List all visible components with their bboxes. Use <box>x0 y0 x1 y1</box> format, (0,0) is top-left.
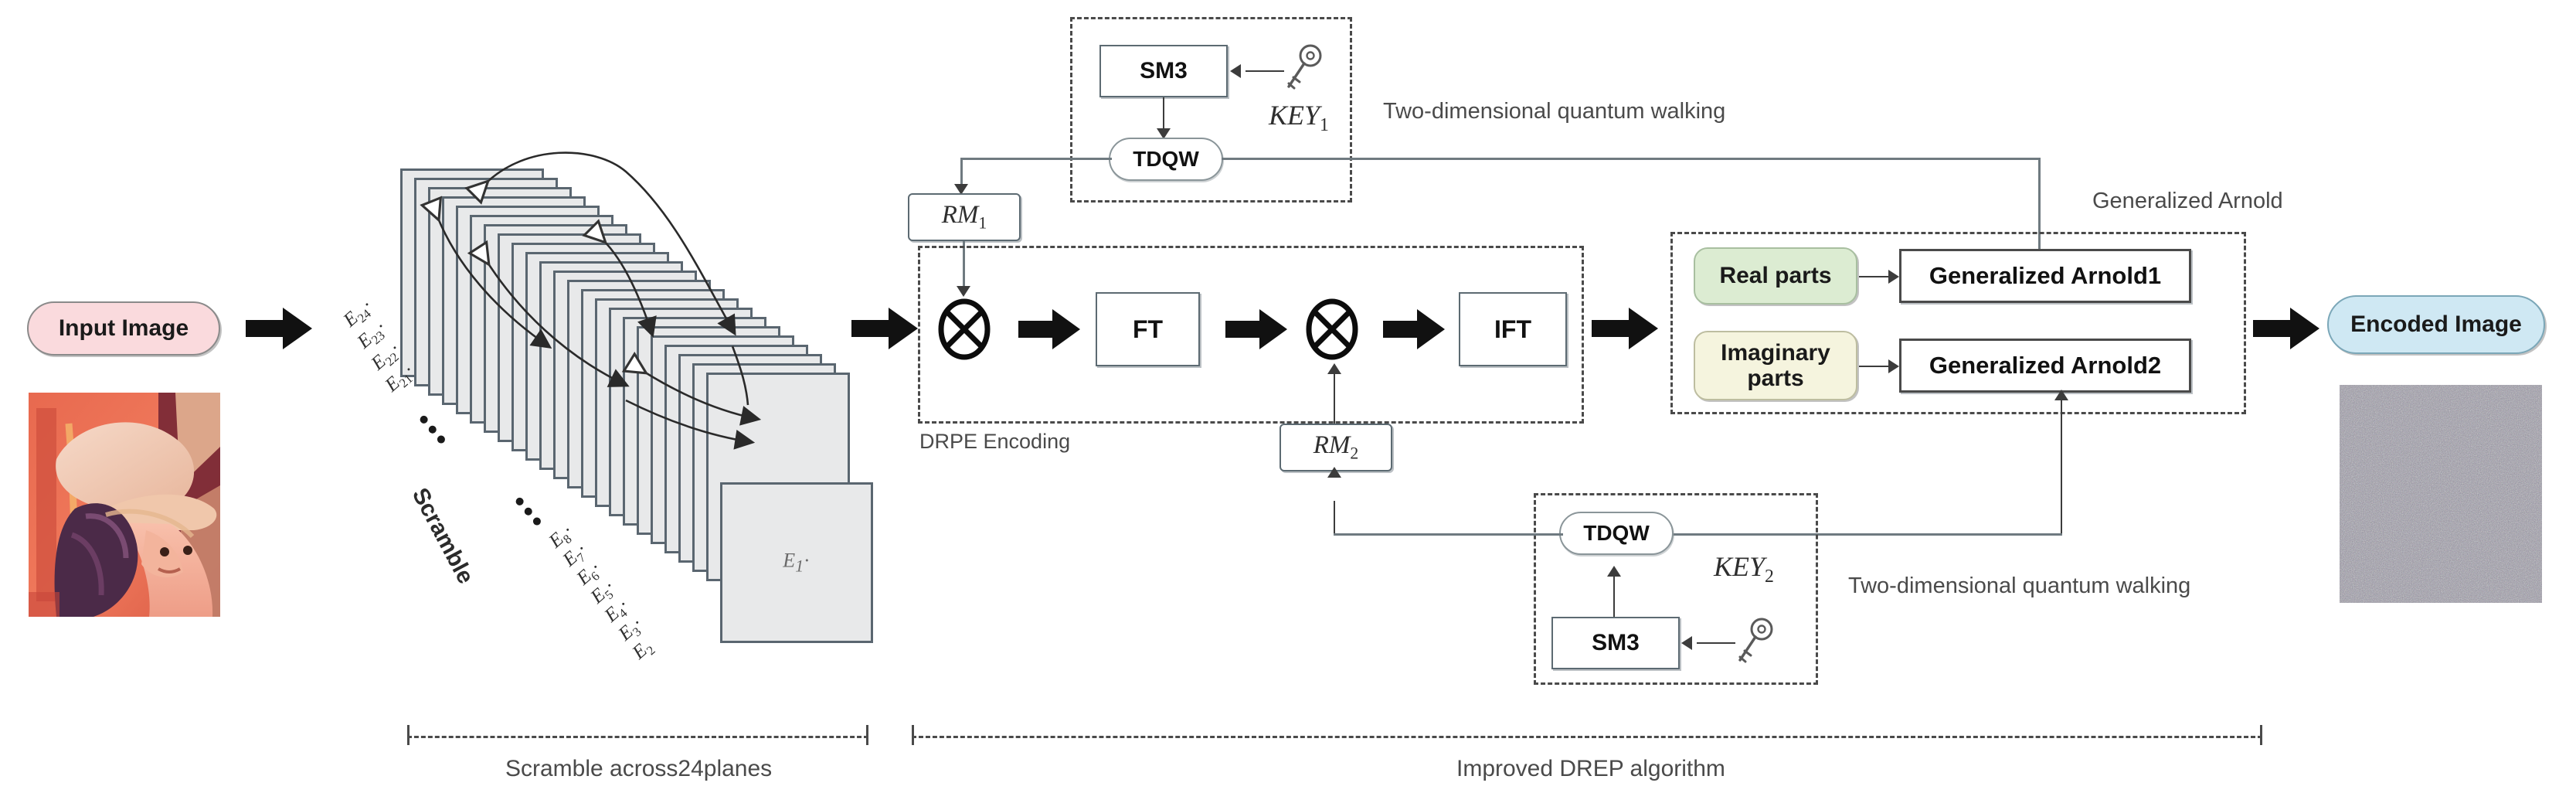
tdqw-bottom-left-line <box>1503 533 1563 536</box>
drpe-group-frame <box>918 246 1584 424</box>
rm2-box: RM2 <box>1280 424 1392 471</box>
drep-span-caption: Improved DREP algorithm <box>1456 756 1725 781</box>
generalized-arnold-note: Generalized Arnold <box>2092 189 2283 213</box>
real-parts-label: Real parts <box>1719 263 1832 288</box>
circled-cross-icon-1 <box>938 298 991 360</box>
input-image-label: Input Image <box>58 315 189 341</box>
rm1-to-op1-line <box>963 241 965 292</box>
generalized-arnold2-box: Generalized Arnold2 <box>1899 339 2191 393</box>
ft-box: FT <box>1096 292 1200 366</box>
arrow-scramble-to-drpe <box>851 306 918 351</box>
operator-1 <box>933 298 995 360</box>
ft-label: FT <box>1132 315 1164 343</box>
generalized-arnold1-box: Generalized Arnold1 <box>1899 249 2191 303</box>
tdqw-bottom-right-line <box>1625 533 2062 536</box>
tdqw-bottom-box: TDQW <box>1559 512 1674 555</box>
real-to-arnold1-arrowhead <box>1888 270 1899 284</box>
ift-box: IFT <box>1459 292 1567 366</box>
key-icon-bottom <box>1738 618 1773 663</box>
plane-label-ellipsis-lower <box>511 492 546 531</box>
key-icon-top <box>1287 44 1322 90</box>
rm1-to-op1-arrowhead <box>957 286 970 297</box>
key2-group-frame <box>1534 493 1818 685</box>
tdqw-top-box: TDQW <box>1109 138 1223 181</box>
rm2-to-op2-arrowhead <box>1327 363 1341 374</box>
sm3-to-tdqw-bottom-arrowhead <box>1607 566 1621 577</box>
scramble-span-caption: Scramble across24planes <box>505 756 773 781</box>
arrow-op2-to-ift <box>1383 308 1445 351</box>
input-image-thumbnail <box>29 393 220 617</box>
real-to-arnold1-line <box>1859 276 1895 277</box>
encoded-image-thumbnail <box>2340 385 2542 603</box>
tdqw-top-right-line <box>1222 158 2041 160</box>
scramble-span-tick-left <box>407 725 410 745</box>
scramble-span-tick-right <box>866 725 868 745</box>
sm3-to-tdqw-top-line <box>1163 97 1164 134</box>
arrow-op1-to-ft <box>1018 308 1080 351</box>
key1-to-sm3-line <box>1246 70 1284 72</box>
lena-image <box>29 393 220 617</box>
real-parts-pill: Real parts <box>1694 247 1857 305</box>
tdqw-bottom-label: TDQW <box>1583 521 1650 545</box>
rm1-label: RM1 <box>941 201 987 233</box>
plane-label-ellipsis-upper <box>415 410 450 449</box>
key2-label: KEY2 <box>1714 551 1774 587</box>
tdqw-bottom-to-rm2-line <box>1334 533 1558 536</box>
tdqw-top-to-rm1-drop <box>960 158 963 190</box>
drep-span-tick-right <box>2260 725 2262 745</box>
scramble-span-line <box>407 736 868 738</box>
tdqw-bottom-to-arnold2-riser <box>2061 397 2062 533</box>
tdqw-bottom-to-arnold2-arrowhead <box>2054 390 2068 400</box>
key1-to-sm3-arrowhead <box>1230 64 1241 78</box>
arrow-input-to-scramble <box>246 306 312 351</box>
key1-label: KEY1 <box>1269 100 1329 136</box>
key1-group-frame <box>1070 17 1352 202</box>
plane-1-label: E1· <box>783 549 811 576</box>
arnold-group-frame <box>1670 232 2246 414</box>
encoded-image-label: Encoded Image <box>2350 311 2522 337</box>
input-image-pill: Input Image <box>27 301 220 356</box>
key2-to-sm3-line <box>1697 642 1735 644</box>
tdqw-bottom-to-rm2-riser <box>1334 501 1335 535</box>
tdqw-top-to-arnold1-drop <box>2038 158 2041 274</box>
scramble-rotated-label: Scramble <box>406 484 479 588</box>
sm3-bottom-box: SM3 <box>1551 617 1680 669</box>
arrow-ft-to-op2 <box>1225 308 1287 351</box>
rm2-label: RM2 <box>1313 431 1359 463</box>
tdqw-top-to-rm1-arrowhead <box>954 184 968 195</box>
imag-to-arnold2-arrowhead <box>1888 359 1899 373</box>
sm3-to-tdqw-top-arrowhead <box>1157 128 1171 139</box>
key2-to-sm3-arrowhead <box>1681 636 1692 650</box>
tdqw-bottom-to-rm2-arrowhead <box>1327 467 1341 478</box>
drep-span-line <box>912 736 2262 738</box>
operator-2 <box>1301 298 1363 360</box>
sm3-to-tdqw-bottom-line <box>1613 573 1615 617</box>
sm3-bottom-label: SM3 <box>1592 630 1640 655</box>
arrow-drpe-to-arnold <box>1592 306 1658 351</box>
noise-image <box>2340 385 2542 603</box>
imaginary-parts-label: Imaginary parts <box>1721 340 1830 391</box>
drpe-encoding-label: DRPE Encoding <box>919 430 1071 453</box>
arrow-arnold-to-output <box>2253 306 2319 351</box>
plane-1: E1· <box>720 482 873 643</box>
sm3-top-box: SM3 <box>1099 45 1228 97</box>
generalized-arnold2-label: Generalized Arnold2 <box>1929 352 2162 379</box>
ift-label: IFT <box>1494 315 1531 343</box>
encoded-image-pill: Encoded Image <box>2327 295 2545 354</box>
sm3-top-label: SM3 <box>1140 58 1188 83</box>
generalized-arnold1-label: Generalized Arnold1 <box>1929 262 2162 289</box>
rm1-box: RM1 <box>908 193 1021 241</box>
drep-span-tick-left <box>912 725 914 745</box>
tdqw-bottom-note: Two-dimensional quantum walking <box>1848 573 2191 598</box>
imag-to-arnold2-line <box>1859 366 1895 367</box>
rm2-to-op2-line <box>1334 368 1335 424</box>
tdqw-top-left-line <box>960 158 1112 160</box>
tdqw-top-note: Two-dimensional quantum walking <box>1383 99 1726 124</box>
tdqw-top-label: TDQW <box>1133 147 1199 171</box>
circled-cross-icon-2 <box>1306 298 1358 360</box>
imaginary-parts-pill: Imaginary parts <box>1694 331 1857 400</box>
